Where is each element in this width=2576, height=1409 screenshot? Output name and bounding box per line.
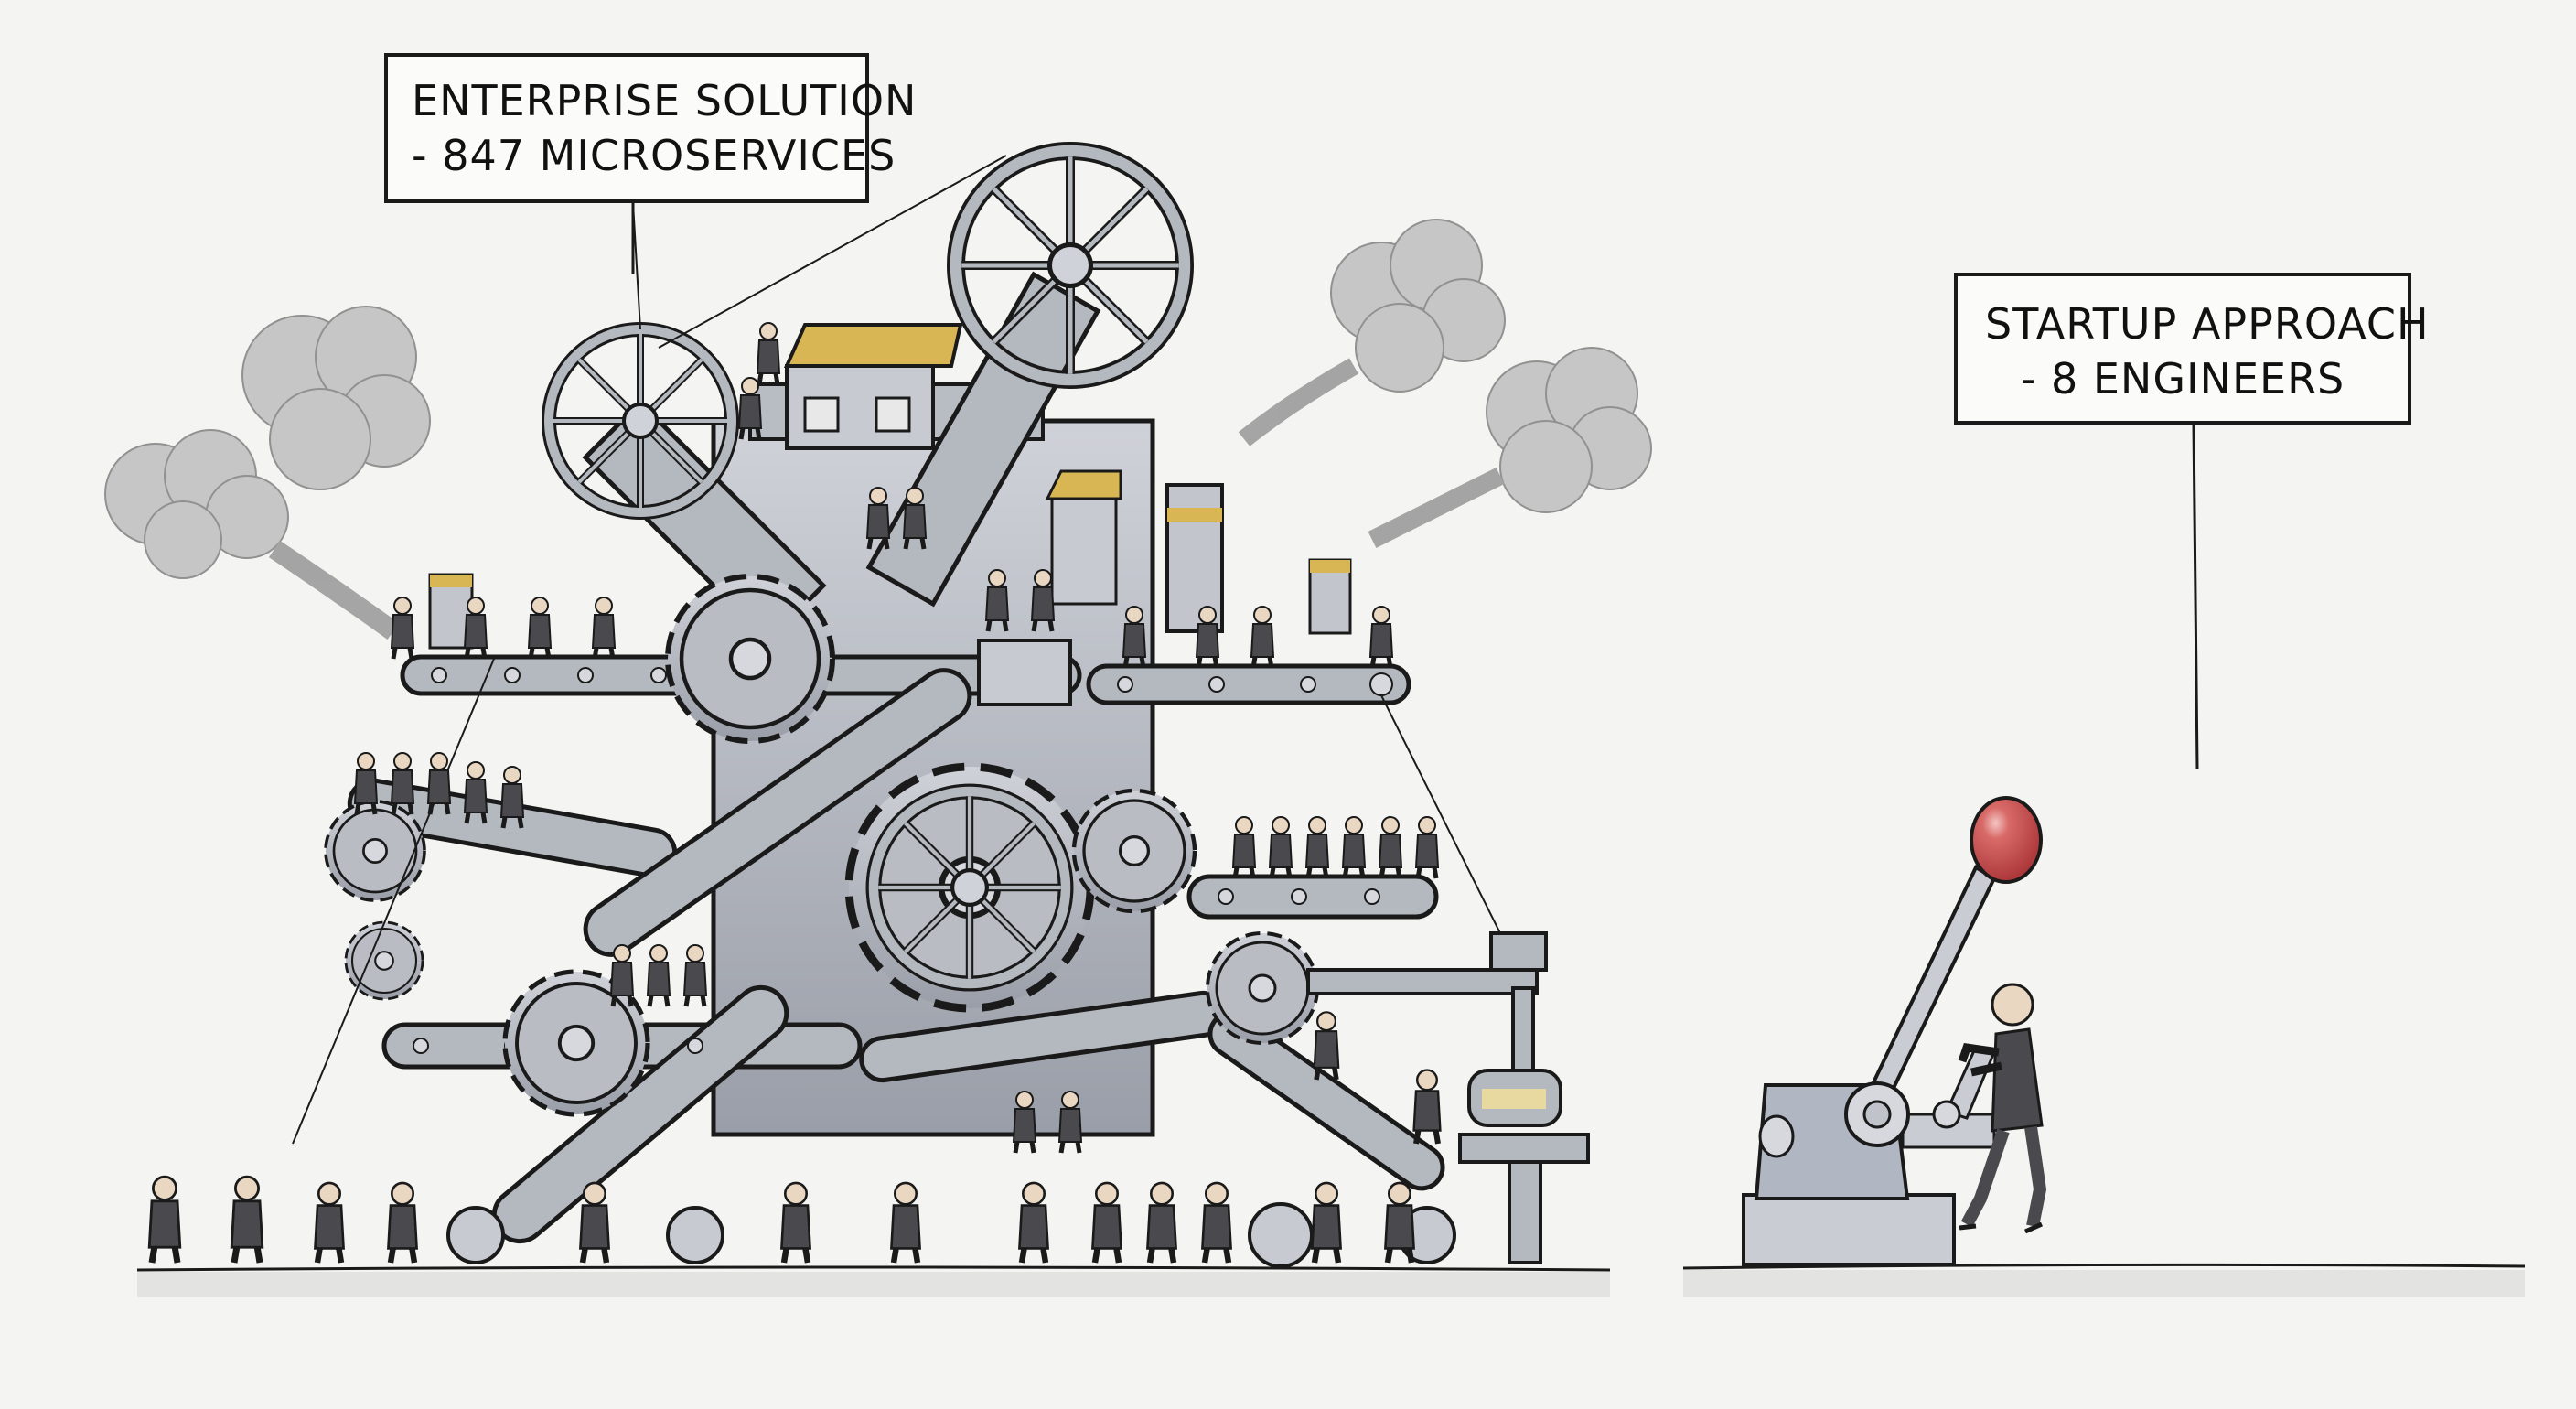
startup-label-subtitle: - 8 ENGINEERS [2020, 354, 2345, 403]
ground [136, 1263, 2526, 1297]
startup-approach-label: STARTUP APPROACH - 8 ENGINEERS [1954, 273, 2430, 425]
enterprise-solution-label: ENTERPRISE SOLUTION - 847 MICROSERVICES [384, 53, 918, 203]
enterprise-label-title: ENTERPRISE SOLUTION [412, 76, 918, 125]
startup-label-pointer [2192, 424, 2199, 769]
startup-engineer [1958, 983, 2047, 1234]
startup-label-title: STARTUP APPROACH [1985, 299, 2430, 349]
smoke-cloud-icon [104, 219, 1652, 640]
complex-machine [292, 151, 1590, 1268]
lever-knob-icon [1970, 796, 2043, 884]
enterprise-label-subtitle: - 847 MICROSERVICES [412, 131, 896, 180]
simple-lever [1742, 796, 2043, 1266]
